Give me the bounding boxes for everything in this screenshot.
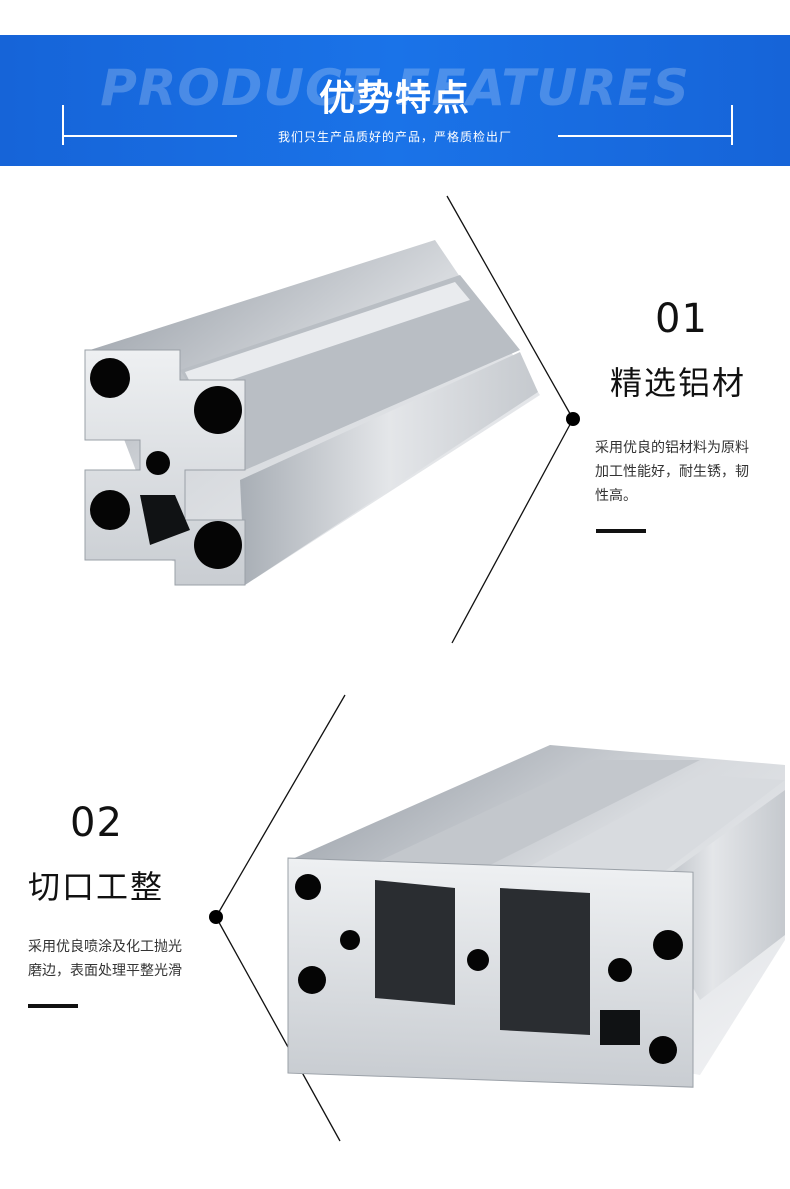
feature-1-dot (566, 412, 580, 426)
feature-2-product-image (287, 745, 785, 1088)
feature-2-title: 切口工整 (28, 868, 165, 906)
feature-2-number: 02 (70, 800, 123, 846)
header-banner: PRODUCT FEATURES 优势特点 我们只生产品质好的产品，严格质检出厂 (0, 35, 790, 166)
feature-1-desc-line: 性高。 (595, 488, 637, 504)
feature-1-description: 采用优良的铝材料为原料 加工性能好，耐生锈，韧 性高。 (595, 436, 785, 508)
feature-1-title: 精选铝材 (610, 364, 747, 402)
feature-1-accent-bar (596, 529, 646, 533)
feature-2-desc-line: 磨边，表面处理平整光滑 (28, 963, 182, 979)
feature-1-product-image (84, 240, 540, 586)
feature-1-desc-line: 加工性能好，耐生锈，韧 (595, 464, 749, 480)
banner-right-rule (558, 135, 733, 137)
banner-left-tick (62, 105, 64, 145)
feature-2-accent-bar (28, 1004, 78, 1008)
banner-right-tick (731, 105, 733, 145)
feature-1-desc-line: 采用优良的铝材料为原料 (595, 440, 749, 456)
banner-left-rule (62, 135, 237, 137)
banner-subtitle: 我们只生产品质好的产品，严格质检出厂 (277, 130, 512, 144)
banner-background-word: PRODUCT FEATURES (100, 59, 690, 117)
feature-2-connector (209, 694, 346, 1142)
feature-1-number: 01 (655, 296, 708, 342)
feature-2-desc-line: 采用优良喷涂及化工抛光 (28, 939, 182, 955)
feature-1-connector (446, 195, 580, 644)
feature-2-description: 采用优良喷涂及化工抛光 磨边，表面处理平整光滑 (28, 935, 218, 983)
feature-2-dot (209, 910, 223, 924)
banner-title: 优势特点 (318, 78, 471, 119)
